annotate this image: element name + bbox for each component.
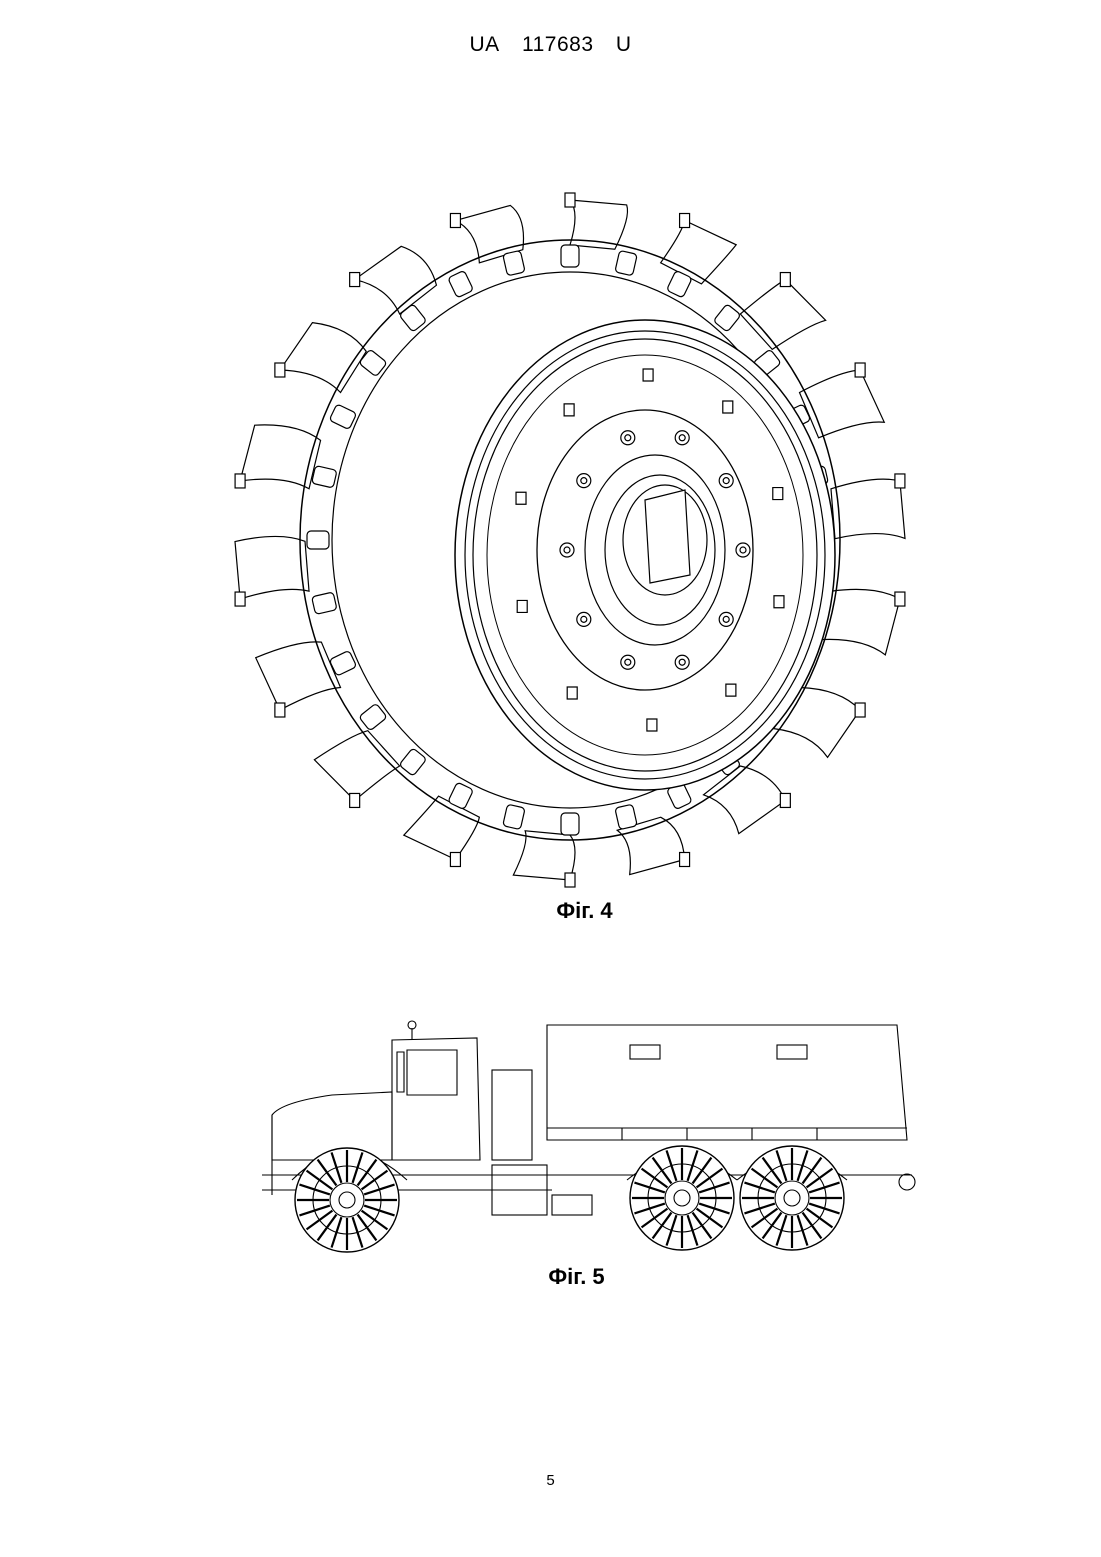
grouser-shoe <box>240 425 320 489</box>
hub-bolt <box>736 543 750 557</box>
grouser-clamp <box>450 214 460 228</box>
figure-4-caption: Фіг. 4 <box>34 898 1101 924</box>
tread-block <box>329 404 357 430</box>
tread-block <box>503 804 525 829</box>
grouser-shoe <box>661 221 737 284</box>
grouser-shoe <box>256 642 341 710</box>
tread-block <box>503 250 525 275</box>
patent-kind-code: U <box>616 33 632 57</box>
grouser-shoe <box>280 323 366 393</box>
hub-bolt <box>560 543 574 557</box>
grouser-clamp <box>350 793 360 807</box>
grouser-clamp <box>855 363 865 377</box>
grouser-shoe <box>831 479 905 539</box>
figure-5-caption: Фіг. 5 <box>26 1264 1101 1290</box>
grouser-clamp <box>855 703 865 717</box>
hub-bolt <box>719 612 733 626</box>
truck-wheels <box>295 1146 844 1252</box>
figure-5-truck-drawing <box>252 1010 922 1265</box>
grouser-clamp <box>680 852 690 866</box>
tread-block <box>561 245 579 267</box>
hub-bolt <box>577 612 591 626</box>
grouser-clamp <box>895 474 905 488</box>
truck-wheel <box>295 1148 399 1252</box>
grouser-clamp <box>450 852 460 866</box>
tread-block <box>312 466 337 488</box>
page-number: 5 <box>0 1472 1101 1489</box>
grouser-shoe <box>740 280 825 350</box>
grouser-shoe <box>355 246 437 314</box>
grouser-clamp <box>275 703 285 717</box>
grouser-clamp <box>780 793 790 807</box>
grouser-clamp <box>275 363 285 377</box>
patent-office-code: UA <box>469 33 499 57</box>
grouser-shoe <box>314 731 399 801</box>
truck-wheel <box>630 1146 734 1250</box>
grouser-clamp <box>895 592 905 606</box>
grouser-clamp <box>565 193 575 207</box>
tread-block <box>561 813 579 835</box>
grouser-shoe <box>404 796 480 859</box>
patent-number: 117683 <box>522 33 594 57</box>
tread-block <box>448 270 474 298</box>
truck-wheel <box>740 1146 844 1250</box>
grouser-shoe <box>704 766 786 834</box>
tread-block <box>359 703 387 731</box>
grouser-clamp <box>350 273 360 287</box>
grouser-clamp <box>235 592 245 606</box>
grouser-clamp <box>565 873 575 887</box>
patent-header: UA 117683 U <box>0 33 1101 57</box>
tread-block <box>713 304 741 332</box>
tread-block <box>312 592 337 614</box>
tread-block <box>307 531 329 549</box>
hub-bolt <box>577 474 591 488</box>
grouser-shoe <box>799 370 884 438</box>
tread-block <box>615 250 637 275</box>
grouser-clamp <box>235 474 245 488</box>
grouser-clamp <box>680 214 690 228</box>
tread-block <box>615 804 637 829</box>
hub-bolt <box>675 655 689 669</box>
hub-bolt <box>621 655 635 669</box>
tread-block <box>399 748 427 776</box>
hub-bolt <box>621 431 635 445</box>
hub-bolt <box>675 431 689 445</box>
grouser-shoe <box>235 536 309 599</box>
grouser-clamp <box>780 273 790 287</box>
figure-4-wheel-drawing <box>240 155 920 875</box>
hub-bolt <box>719 474 733 488</box>
